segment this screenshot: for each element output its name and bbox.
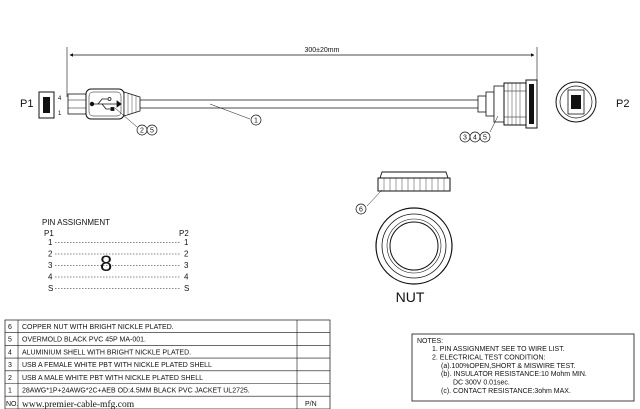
bom-table: 6 COPPER NUT WITH BRIGHT NICKLE PLATED. 5 O… (4, 319, 331, 409)
website-label: www.premier-cable-mfg.com (22, 399, 135, 409)
balloon-socket: 3 4 5 (459, 115, 499, 143)
bom-item-desc: ALUMINIUM SHELL WITH BRIGHT NICKLE PLATE… (22, 349, 191, 356)
balloon-nut: 6 (355, 189, 383, 215)
pin-left-label: 2 (48, 250, 53, 259)
bom-row: 3 USB A FEMALE WHITE PBT WITH NICKLE PLAT… (5, 362, 330, 372)
bom-row: 6 COPPER NUT WITH BRIGHT NICKLE PLATED. (5, 324, 330, 334)
svg-text:5: 5 (150, 128, 154, 135)
bom-item-desc: USB A MALE WHITE PBT WITH NICKLE PLATED … (22, 375, 203, 382)
usb-pin-1-label: 1 (58, 111, 62, 117)
pin-left-label: 1 (48, 238, 53, 247)
dimension-label: 300±20mm (305, 47, 340, 54)
usb-a-male-plug (67, 88, 141, 120)
bom-item-no: 2 (8, 375, 12, 382)
balloon-plug: 2 5 (114, 107, 158, 136)
balloon-cable: 1 (209, 103, 262, 126)
overall-length-dimension: 300±20mm (66, 47, 538, 97)
bom-row: 2 USB A MALE WHITE PBT WITH NICKLE PLATED… (5, 375, 330, 384)
pin-right-label: 2 (184, 250, 189, 259)
notes-line: (a).100%OPEN,SHORT & MISWIRE TEST. (441, 363, 576, 370)
bom-item-no: 3 (8, 362, 12, 369)
nut-front-view (375, 207, 453, 285)
handwritten-mark: 8 (100, 251, 112, 276)
svg-text:5: 5 (483, 135, 487, 142)
pin-left-label: 3 (48, 261, 53, 270)
notes-line: (b). INSULATOR RESISTANCE:10 Mohm MIN. (441, 371, 587, 378)
bom-row: 5 OVERMOLD BLACK PVC 45P MA-001. (5, 337, 330, 346)
notes-line: (c). CONTACT RESISTANCE:3ohm MAX. (441, 388, 571, 395)
svg-text:3: 3 (463, 135, 467, 142)
notes-line: DC 300V 0.01sec. (453, 380, 510, 387)
cable (140, 99, 478, 109)
pin-left-label: 4 (48, 273, 53, 282)
usb-a-female-socket (477, 79, 538, 129)
nut-label: NUT (396, 289, 425, 305)
bom-item-no: 5 (8, 337, 12, 344)
usb-trident-icon (89, 97, 122, 111)
bom-row: 4 ALUMINIUM SHELL WITH BRIGHT NICKLE PLAT… (5, 349, 330, 359)
svg-text:4: 4 (473, 135, 477, 142)
notes-box: NOTES: 1. PIN ASSIGNMENT SEE TO WIRE LIS… (411, 333, 635, 402)
notes-line: 2. ELECTRICAL TEST CONDITION: (432, 354, 546, 361)
bom-item-desc: COPPER NUT WITH BRIGHT NICKLE PLATED. (22, 324, 174, 331)
pin-right-label: 3 (184, 261, 189, 270)
svg-text:2: 2 (140, 128, 144, 135)
p2-label: P2 (616, 98, 629, 110)
bom-row: 1 28AWG*1P+24AWG*2C+AEB OD:4.5MM BLACK PV… (5, 388, 330, 397)
pin-p1-header: P1 (44, 229, 54, 238)
nut-side-view (377, 171, 451, 192)
pin-right-label: 4 (184, 273, 189, 282)
svg-text:6: 6 (359, 207, 363, 214)
p1-end-view (38, 91, 55, 119)
notes-title: NOTES: (417, 338, 443, 345)
bom-item-desc: OVERMOLD BLACK PVC 45P MA-001. (22, 337, 146, 344)
bom-footer-pn: P/N (305, 401, 317, 408)
pin-right-label: 1 (184, 238, 189, 247)
pin-left-label: S (48, 284, 53, 293)
bom-item-no: 4 (8, 349, 12, 356)
pin-assignment-title: PIN ASSIGNMENT (42, 218, 110, 227)
bom-item-desc: USB A FEMALE WHITE PBT WITH NICKLE PLATE… (22, 362, 212, 369)
bom-item-no: 6 (8, 324, 12, 331)
p2-end-view (555, 81, 597, 123)
notes-line: 1. PIN ASSIGNMENT SEE TO WIRE LIST. (432, 346, 565, 353)
bom-footer-no: NO. (6, 401, 19, 408)
svg-text:1: 1 (254, 118, 258, 125)
pin-p2-header: P2 (179, 229, 189, 238)
bom-item-desc: 28AWG*1P+24AWG*2C+AEB OD:4.5MM BLACK PVC… (22, 388, 250, 395)
usb-pin-4-label: 4 (58, 96, 62, 102)
pin-right-label: S (184, 284, 189, 293)
p1-label: P1 (20, 98, 33, 110)
bom-item-no: 1 (8, 388, 12, 395)
